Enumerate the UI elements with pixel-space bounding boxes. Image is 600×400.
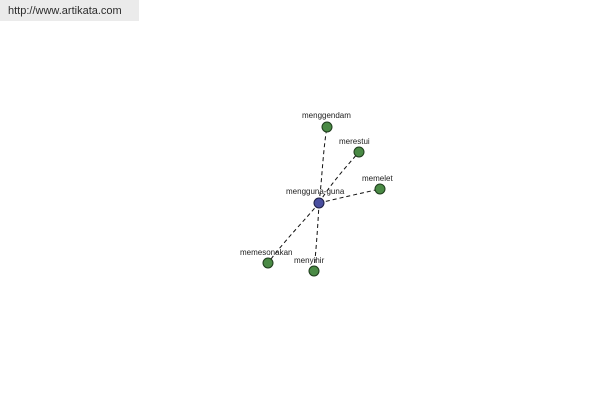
node-dot-merestui[interactable] [353, 146, 365, 158]
edge-menggendam [318, 126, 328, 204]
url-watermark-text[interactable]: http://www.artikata.com [8, 5, 122, 17]
node-label-merestui: merestui [339, 137, 370, 146]
edge-merestui [318, 151, 360, 204]
node-dot-menyihir[interactable] [308, 265, 320, 277]
node-label-menggendam: menggendam [302, 111, 351, 120]
node-menggendam[interactable]: menggendam [302, 111, 351, 133]
node-label-mengguna-guna: mengguna-guna [286, 187, 345, 196]
node-merestui[interactable]: merestui [339, 137, 370, 158]
node-menyihir[interactable]: menyihir [294, 256, 325, 277]
node-memesonakan[interactable]: memesonakan [240, 248, 292, 269]
node-memelet[interactable]: memelet [362, 174, 393, 195]
node-mengguna-guna[interactable]: mengguna-guna [286, 187, 345, 209]
node-label-menyihir: menyihir [294, 256, 325, 265]
node-dot-memesonakan[interactable] [262, 257, 274, 269]
node-label-memelet: memelet [362, 174, 393, 183]
node-label-memesonakan: memesonakan [240, 248, 292, 257]
center-node-dot[interactable] [313, 197, 325, 209]
edge-memesonakan [267, 202, 320, 264]
url-watermark-box: http://www.artikata.com [0, 0, 139, 21]
node-dot-menggendam[interactable] [321, 121, 333, 133]
node-dot-memelet[interactable] [374, 183, 386, 195]
